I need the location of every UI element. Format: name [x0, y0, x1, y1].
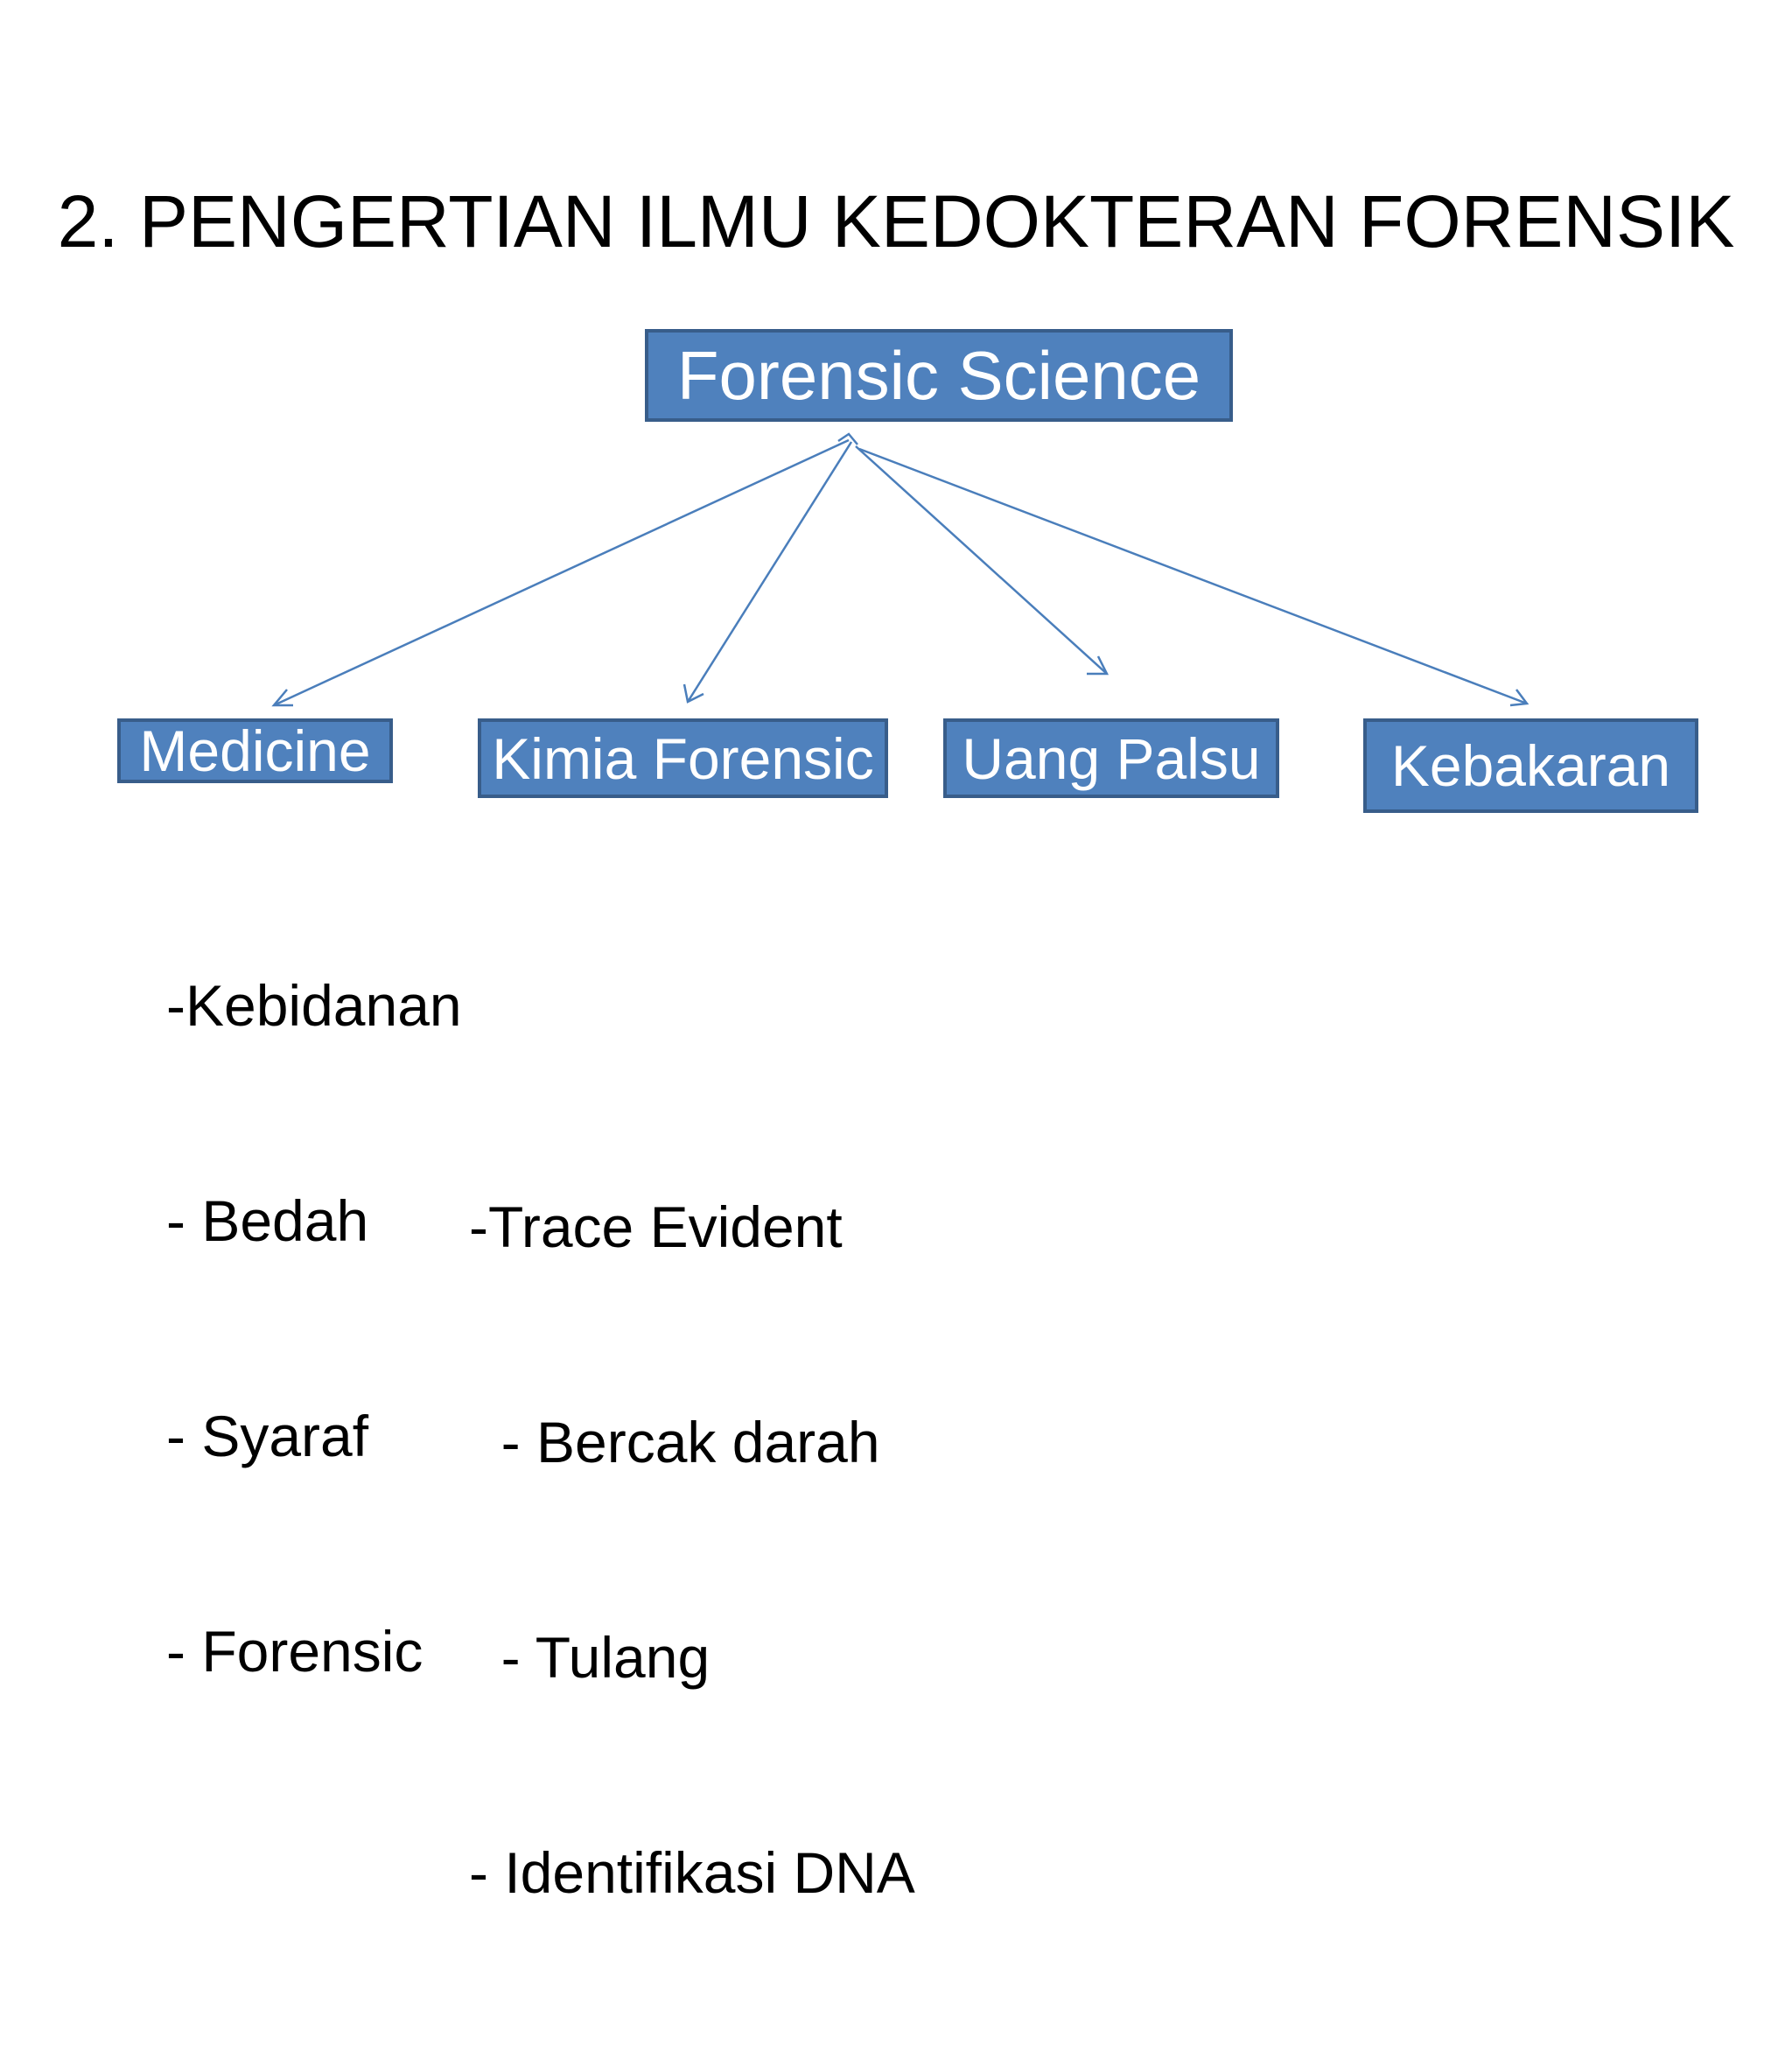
root-box-forensic-science: Forensic Science	[645, 329, 1233, 422]
child-label-kimia-forensic: Kimia Forensic	[492, 725, 874, 791]
arrowhead-kebakaran	[1509, 689, 1530, 707]
connector-lines	[271, 432, 1530, 707]
connector-to-medicine	[273, 438, 850, 707]
arrowhead-kimia	[682, 683, 704, 704]
child-box-kebakaran: Kebakaran	[1363, 718, 1698, 813]
child-label-medicine: Medicine	[139, 718, 371, 783]
connector-to-kimia	[686, 441, 853, 703]
list-item: -Trace Evident	[469, 1194, 843, 1259]
kimia-sublist: -Trace Evident - Bercak darah - Tulang -…	[469, 1047, 915, 2052]
list-item: - Bercak darah	[469, 1410, 880, 1474]
arrowhead-uang-palsu	[1087, 655, 1110, 676]
list-item: - Tulang	[469, 1625, 710, 1690]
arrowhead-medicine	[271, 689, 293, 707]
medicine-sublist: -Kebidanan - Bedah - Syaraf - Forensic	[166, 826, 462, 1831]
child-box-medicine: Medicine	[117, 718, 393, 783]
child-label-kebakaran: Kebakaran	[1390, 733, 1671, 798]
root-label: Forensic Science	[676, 336, 1201, 414]
child-box-kimia-forensic: Kimia Forensic	[478, 718, 888, 798]
list-item: - Syaraf	[166, 1404, 369, 1468]
child-label-uang-palsu: Uang Palsu	[962, 725, 1261, 791]
list-item: -Kebidanan	[166, 973, 462, 1038]
root-tick	[837, 432, 858, 445]
slide-title: 2. PENGERTIAN ILMU KEDOKTERAN FORENSIK	[57, 180, 1735, 263]
connector-to-uang-palsu	[855, 445, 1108, 675]
list-item: - Bedah	[166, 1188, 369, 1253]
child-box-uang-palsu: Uang Palsu	[943, 718, 1279, 798]
list-item: - Forensic	[166, 1619, 424, 1684]
connector-to-kebakaran	[858, 447, 1528, 705]
list-item: - Identifikasi DNA	[469, 1840, 915, 1905]
